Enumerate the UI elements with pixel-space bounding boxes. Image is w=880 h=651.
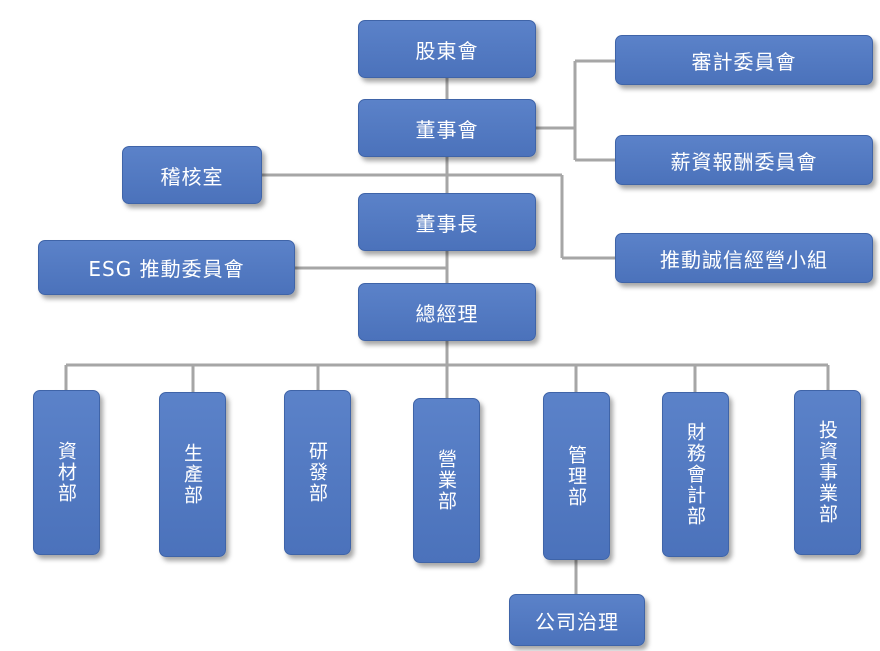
esg-committee-box: ESG 推動委員會 (38, 240, 295, 295)
internal-audit-office-label: 稽核室 (160, 164, 224, 189)
integrity-management-group-box: 推動誠信經營小組 (615, 233, 873, 283)
remuneration-committee-label: 薪資報酬委員會 (670, 149, 818, 174)
materials-dept-label: 資材部 (55, 441, 77, 504)
internal-audit-office-box: 稽核室 (122, 146, 262, 204)
investment-dept-box: 投資事業部 (794, 390, 861, 555)
general-manager-label: 總經理 (415, 301, 479, 326)
shareholders-meeting-label: 股東會 (415, 38, 479, 63)
management-dept-box: 管理部 (543, 392, 610, 560)
corporate-governance-label: 公司治理 (535, 609, 619, 634)
board-of-directors-box: 董事會 (358, 99, 536, 157)
rd-dept-box: 研發部 (284, 390, 351, 555)
esg-committee-label: ESG 推動委員會 (88, 257, 245, 281)
investment-dept-label: 投資事業部 (816, 420, 838, 525)
integrity-management-group-label: 推動誠信經營小組 (660, 247, 828, 272)
remuneration-committee-box: 薪資報酬委員會 (615, 135, 873, 185)
sales-dept-label: 營業部 (435, 449, 457, 512)
materials-dept-box: 資材部 (33, 390, 100, 555)
shareholders-meeting-box: 股東會 (358, 20, 536, 78)
general-manager-box: 總經理 (358, 283, 536, 341)
audit-committee-box: 審計委員會 (615, 35, 873, 85)
sales-dept-box: 營業部 (413, 398, 480, 563)
rd-dept-label: 研發部 (306, 441, 328, 504)
corporate-governance-box: 公司治理 (509, 594, 645, 646)
board-of-directors-label: 董事會 (415, 117, 479, 142)
finance-accounting-dept-box: 財務會計部 (662, 392, 729, 557)
production-dept-box: 生產部 (159, 392, 226, 557)
production-dept-label: 生產部 (181, 443, 203, 506)
finance-accounting-dept-label: 財務會計部 (684, 422, 706, 527)
chairman-box: 董事長 (358, 193, 536, 251)
management-dept-label: 管理部 (565, 444, 587, 508)
chairman-label: 董事長 (415, 211, 479, 236)
audit-committee-label: 審計委員會 (691, 49, 797, 74)
